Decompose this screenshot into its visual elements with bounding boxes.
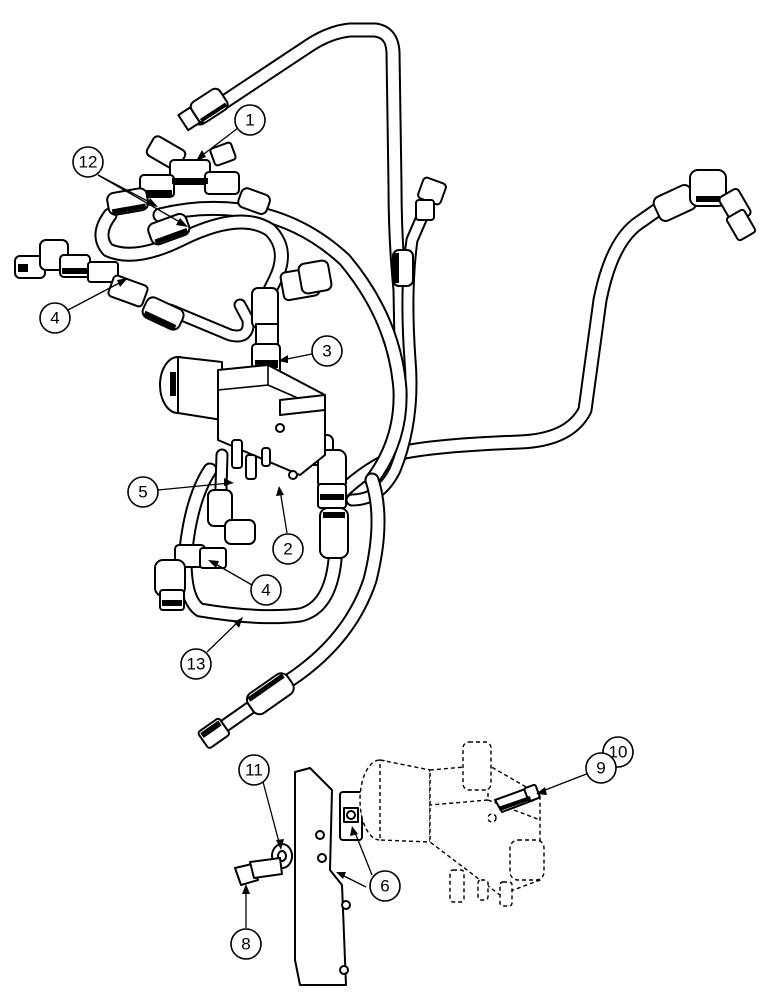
callout-1: 1 xyxy=(234,104,266,136)
callout-5: 5 xyxy=(127,476,159,508)
svg-text:4: 4 xyxy=(261,581,270,600)
callout-2: 2 xyxy=(272,533,304,565)
phantom-valve xyxy=(359,741,545,907)
svg-text:4: 4 xyxy=(50,309,59,328)
callout-8: 8 xyxy=(230,928,262,960)
svg-text:8: 8 xyxy=(241,935,250,954)
leader-lines xyxy=(67,127,590,928)
tee-fitting-cluster xyxy=(139,135,240,198)
callout-4-lower: 4 xyxy=(250,574,282,606)
lower-left-elbow xyxy=(154,544,227,611)
callout-3: 3 xyxy=(311,335,343,367)
svg-text:11: 11 xyxy=(245,761,263,780)
lower-loop-hose xyxy=(177,462,343,625)
mounting-hardware xyxy=(234,741,545,986)
top-hose-end-fitting xyxy=(177,87,229,132)
svg-text:12: 12 xyxy=(79,153,98,172)
valve-body xyxy=(159,356,326,480)
left-elbow-fitting xyxy=(14,239,149,308)
svg-text:9: 9 xyxy=(596,759,605,778)
callout-9: 9 xyxy=(585,752,617,784)
top-right-small-elbow xyxy=(415,176,447,221)
svg-text:1: 1 xyxy=(245,111,254,130)
lower-left-hose-end xyxy=(207,489,256,545)
bottom-long-hose xyxy=(282,472,386,688)
bolt-part xyxy=(234,857,283,886)
hose-end-upper-right xyxy=(237,187,271,215)
svg-text:5: 5 xyxy=(138,483,147,502)
right-elbow-fitting xyxy=(652,169,757,242)
mounting-plate xyxy=(294,767,351,986)
left-loop-hose xyxy=(94,207,289,308)
fittings-group xyxy=(14,87,757,749)
callout-13: 13 xyxy=(180,648,212,680)
bottom-hose-sleeve xyxy=(197,672,295,749)
svg-text:6: 6 xyxy=(380,877,389,896)
big-loop-hose xyxy=(152,200,408,488)
svg-text:3: 3 xyxy=(322,342,331,361)
callout-11: 11 xyxy=(238,754,270,786)
svg-text:13: 13 xyxy=(187,655,206,674)
callout-4-upper: 4 xyxy=(39,302,71,334)
callout-12: 12 xyxy=(72,146,104,178)
lower-right-hose-end xyxy=(319,507,349,559)
hose-end-4-upper xyxy=(141,296,185,331)
svg-text:2: 2 xyxy=(283,540,292,559)
callout-6: 6 xyxy=(369,870,401,902)
svg-text:10: 10 xyxy=(609,743,628,762)
middle-hose-end xyxy=(392,249,414,287)
tube-4-upper xyxy=(163,298,255,343)
